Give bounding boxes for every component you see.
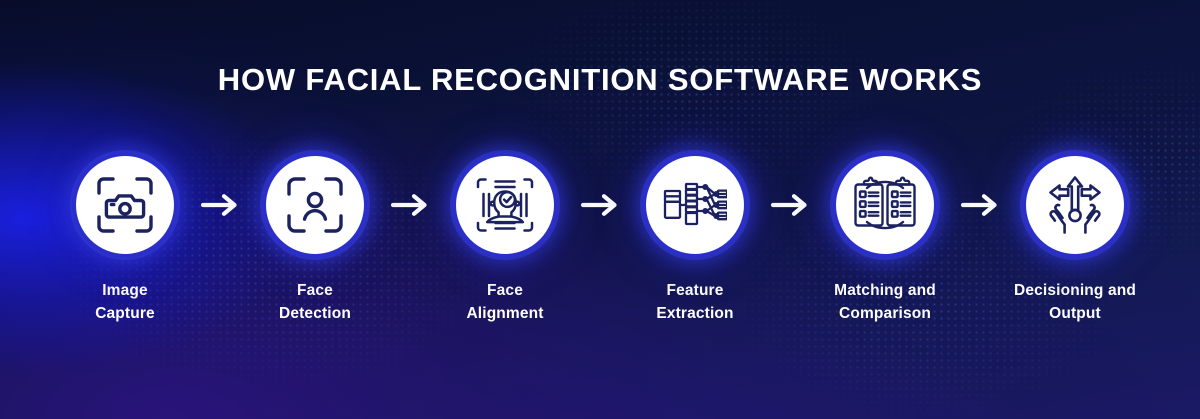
hands-decision-arrows-icon (1044, 174, 1106, 236)
step-label-line2: Capture (95, 304, 155, 322)
process-flow: Image Capture (0, 152, 1200, 326)
step-label-line1: Face (487, 282, 523, 299)
arrow-right-icon (200, 192, 240, 218)
flow-arrow-1 (191, 152, 249, 258)
step-label: Decisioning and Output (1014, 280, 1136, 326)
flow-arrow-3 (571, 152, 629, 258)
step-label-line2: Comparison (839, 304, 931, 322)
step-face-alignment: Face Alignment (439, 152, 571, 326)
page-title: HOW FACIAL RECOGNITION SOFTWARE WORKS (217, 62, 983, 97)
step-label-line1: Matching and (834, 282, 936, 299)
step-label: Face Detection (279, 280, 351, 326)
step-label-line1: Feature (666, 282, 724, 299)
flow-arrow-5 (951, 152, 1009, 258)
arrow-right-icon (960, 192, 1000, 218)
flow-arrow-4 (761, 152, 819, 258)
face-detection-scan-icon (284, 174, 346, 236)
step-icon-badge (262, 152, 368, 258)
neural-network-icon (663, 178, 727, 232)
step-label: Face Alignment (466, 280, 543, 326)
step-decisioning-output: Decisioning and Output (1009, 152, 1141, 326)
step-icon-badge (72, 152, 178, 258)
flow-arrow-2 (381, 152, 439, 258)
step-label-line1: Face (297, 282, 333, 299)
step-label: Matching and Comparison (834, 280, 936, 326)
arrow-right-icon (580, 192, 620, 218)
step-icon-badge (832, 152, 938, 258)
step-label: Feature Extraction (656, 280, 733, 326)
camera-scan-icon (94, 174, 156, 236)
step-image-capture: Image Capture (59, 152, 191, 326)
step-label-line2: Alignment (466, 304, 544, 322)
step-icon-badge (1022, 152, 1128, 258)
arrow-right-icon (770, 192, 810, 218)
step-label-line2: Output (1049, 304, 1101, 322)
step-icon-badge (642, 152, 748, 258)
step-label-line1: Image (102, 282, 148, 299)
step-face-detection: Face Detection (249, 152, 381, 326)
step-label-line2: Extraction (656, 304, 734, 322)
arrow-right-icon (390, 192, 430, 218)
clipboards-compare-icon (853, 175, 917, 235)
step-icon-badge (452, 152, 558, 258)
step-label-line2: Detection (279, 304, 351, 322)
step-matching-comparison: Matching and Comparison (819, 152, 951, 326)
step-feature-extraction: Feature Extraction (629, 152, 761, 326)
face-alignment-check-icon (473, 173, 537, 237)
step-label: Image Capture (95, 280, 155, 326)
step-label-line1: Decisioning and (1014, 282, 1136, 299)
